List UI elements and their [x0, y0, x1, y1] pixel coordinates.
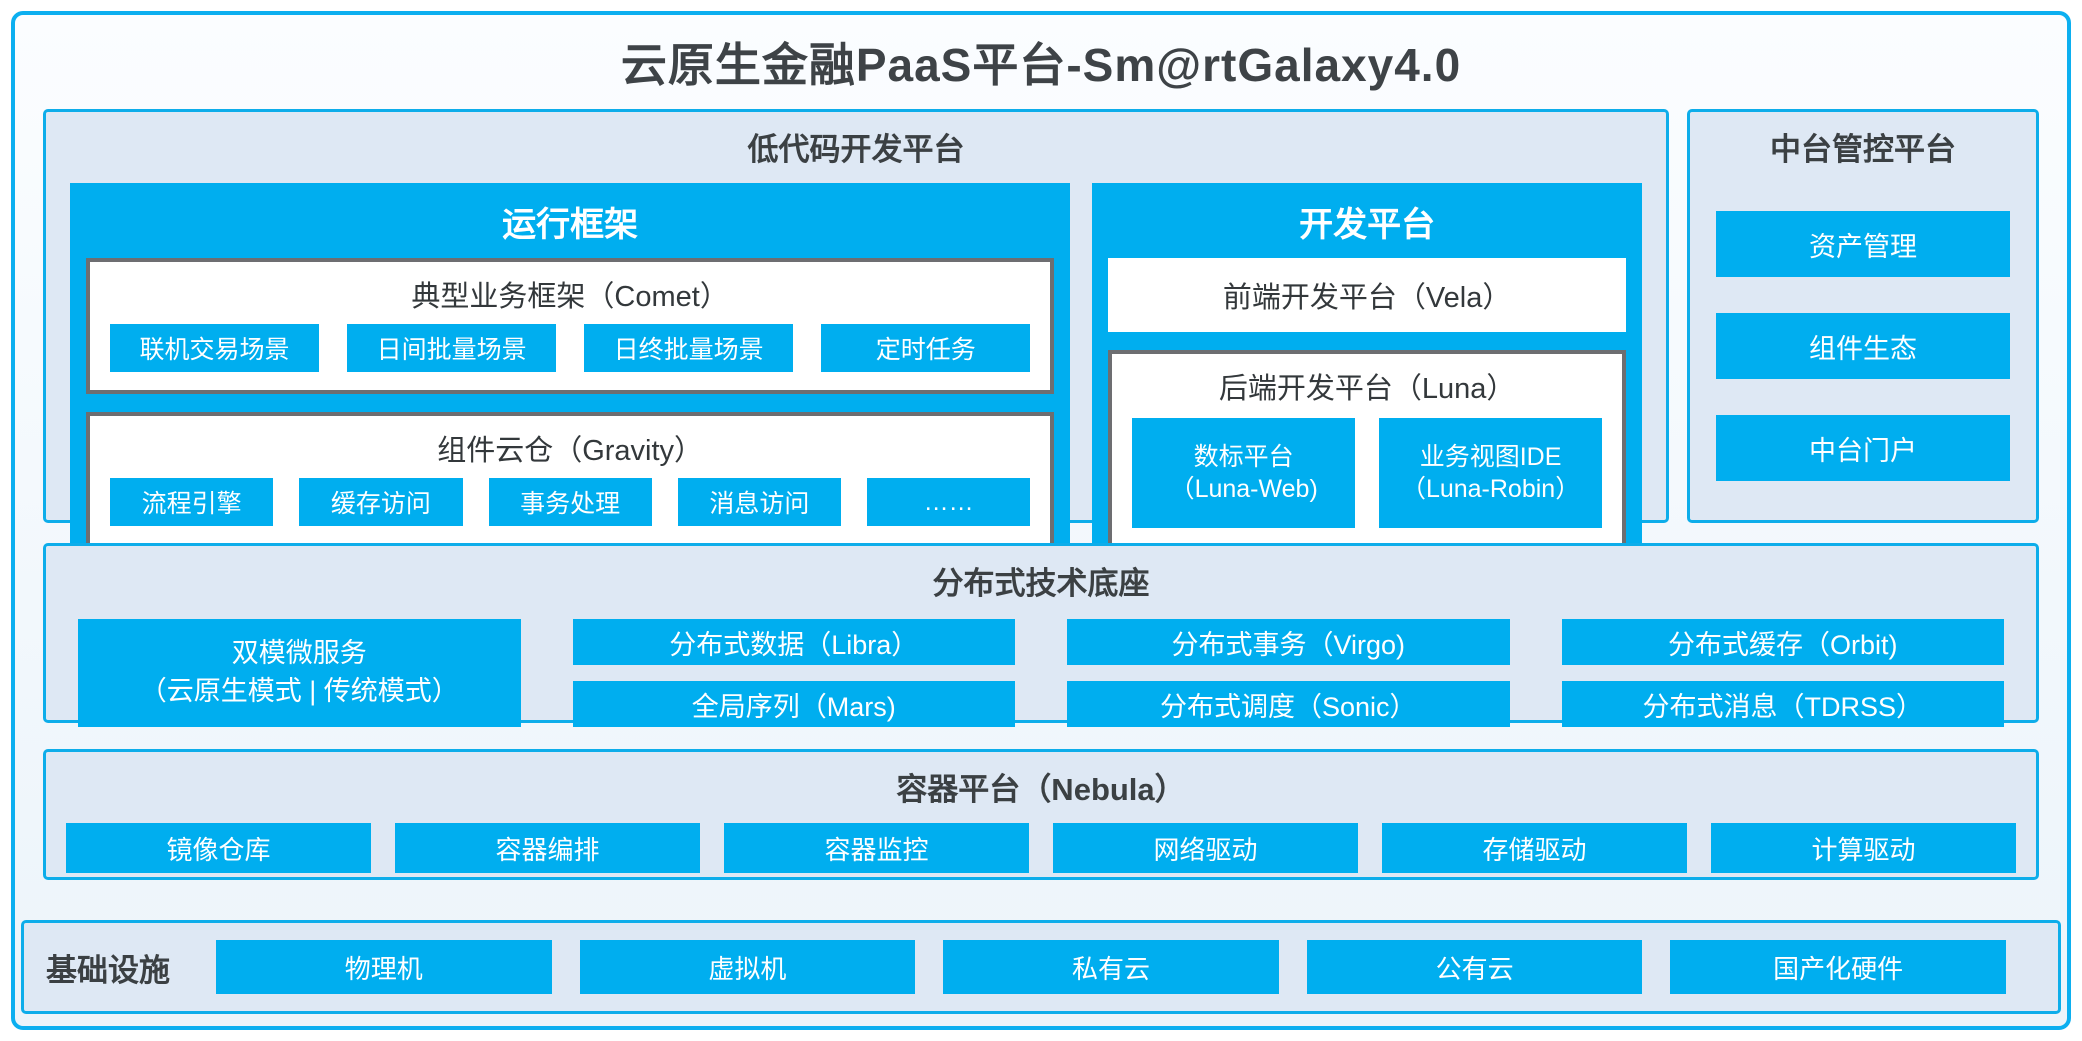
chip-storage-driver: 存储驱动 — [1382, 823, 1687, 873]
chip-cache-access: 缓存访问 — [299, 478, 463, 526]
section-container-platform: 容器平台（Nebula） 镜像仓库 容器编排 容器监控 网络驱动 存储驱动 计算… — [43, 749, 2039, 880]
chip-luna-robin-line2: （Luna-Robin） — [1400, 475, 1581, 503]
box-title-gravity: 组件云仓（Gravity） — [437, 435, 704, 467]
chip-image-registry: 镜像仓库 — [66, 823, 371, 873]
chip-dual-mode-line1: 双模微服务 — [231, 638, 367, 669]
panel-dev-platform: 开发平台 前端开发平台（Vela） 后端开发平台（Luna） 数标平台 （Lun… — [1092, 183, 1642, 564]
chip-distributed-cache-orbit: 分布式缓存（Orbit) — [1561, 619, 2004, 665]
diagram-frame: 云原生金融PaaS平台-Sm@rtGalaxy4.0 低代码开发平台 运行框架 … — [11, 11, 2071, 1030]
box-comet-framework: 典型业务框架（Comet） 联机交易场景 日间批量场景 日终批量场景 定时任务 — [86, 258, 1055, 394]
chip-virtual-machine: 虚拟机 — [579, 940, 916, 994]
mid-platform-chips: 资产管理 组件生态 中台门户 — [1690, 179, 2036, 481]
chip-dual-mode-microservice: 双模微服务 （云原生模式 | 传统模式） — [78, 619, 521, 727]
gravity-chips: 流程引擎 缓存访问 事务处理 消息访问 …… — [90, 478, 1050, 544]
section-title-container: 容器平台（Nebula） — [896, 772, 1186, 807]
chip-global-sequence-mars: 全局序列（Mars) — [572, 681, 1015, 727]
chip-transaction-processing: 事务处理 — [488, 478, 652, 526]
box-title-luna: 后端开发平台（Luna） — [1218, 373, 1516, 405]
chip-luna-web-line2: （Luna-Web) — [1169, 475, 1318, 503]
luna-chips: 数标平台 （Luna-Web) 业务视图IDE （Luna-Robin） — [1112, 416, 1622, 544]
chip-container-monitoring: 容器监控 — [724, 823, 1029, 873]
panel-title-runtime: 运行框架 — [502, 206, 639, 244]
low-code-panels: 运行框架 典型业务框架（Comet） 联机交易场景 日间批量场景 日终批量场景 … — [70, 183, 1642, 564]
chip-luna-web-line1: 数标平台 — [1193, 442, 1294, 471]
comet-chips: 联机交易场景 日间批量场景 日终批量场景 定时任务 — [90, 324, 1050, 390]
panel-title-dev: 开发平台 — [1299, 206, 1436, 244]
section-title-distributed: 分布式技术底座 — [932, 566, 1150, 601]
chip-container-orchestration: 容器编排 — [395, 823, 700, 873]
section-mid-platform-control: 中台管控平台 资产管理 组件生态 中台门户 — [1687, 109, 2039, 523]
container-chips: 镜像仓库 容器编排 容器监控 网络驱动 存储驱动 计算驱动 — [46, 819, 2036, 873]
chip-process-engine: 流程引擎 — [110, 478, 274, 526]
chip-luna-web: 数标平台 （Luna-Web) — [1132, 418, 1356, 528]
chip-domestic-hardware: 国产化硬件 — [1670, 940, 2006, 994]
chip-physical-machine: 物理机 — [216, 940, 552, 994]
chip-online-trade: 联机交易场景 — [110, 324, 320, 372]
chip-distributed-message-tdrss: 分布式消息（TDRSS） — [1561, 681, 2004, 727]
chip-eod-batch: 日终批量场景 — [584, 324, 794, 372]
chip-public-cloud: 公有云 — [1306, 940, 1643, 994]
chip-compute-driver: 计算驱动 — [1711, 823, 2016, 873]
chip-daytime-batch: 日间批量场景 — [347, 324, 557, 372]
chip-network-driver: 网络驱动 — [1053, 823, 1358, 873]
box-vela-frontend: 前端开发平台（Vela） — [1108, 258, 1626, 332]
chip-timed-task: 定时任务 — [821, 324, 1031, 372]
box-luna-backend: 后端开发平台（Luna） 数标平台 （Luna-Web) 业务视图IDE （Lu… — [1108, 350, 1626, 548]
chip-dual-mode-line2: （云原生模式 | 传统模式） — [139, 676, 459, 706]
chip-message-access: 消息访问 — [677, 478, 841, 526]
section-title-low-code: 低代码开发平台 — [747, 132, 965, 167]
chip-private-cloud: 私有云 — [943, 940, 1279, 994]
chip-distributed-transaction-virgo: 分布式事务（Virgo) — [1067, 619, 1510, 665]
box-gravity-warehouse: 组件云仓（Gravity） 流程引擎 缓存访问 事务处理 消息访问 …… — [86, 412, 1055, 548]
page-title: 云原生金融PaaS平台-Sm@rtGalaxy4.0 — [620, 39, 1462, 91]
section-distributed-base: 分布式技术底座 双模微服务 （云原生模式 | 传统模式） 分布式数据（Libra… — [43, 543, 2039, 727]
section-title-mid-platform: 中台管控平台 — [1770, 132, 1956, 167]
panel-runtime-framework: 运行框架 典型业务框架（Comet） 联机交易场景 日间批量场景 日终批量场景 … — [70, 183, 1071, 564]
box-title-comet: 典型业务框架（Comet） — [411, 281, 729, 313]
chip-component-ecosystem: 组件生态 — [1716, 313, 2010, 379]
chip-distributed-scheduling-sonic: 分布式调度（Sonic） — [1067, 681, 1510, 727]
chip-luna-robin-line1: 业务视图IDE — [1419, 442, 1562, 471]
distributed-grid: 双模微服务 （云原生模式 | 传统模式） 分布式数据（Libra） 分布式事务（… — [46, 613, 2036, 727]
infrastructure-label: 基础设施 — [46, 952, 170, 988]
chip-luna-robin: 业务视图IDE （Luna-Robin） — [1379, 418, 1603, 528]
chip-asset-management: 资产管理 — [1716, 211, 2010, 277]
chip-ellipsis: …… — [867, 478, 1031, 526]
section-low-code-platform: 低代码开发平台 运行框架 典型业务框架（Comet） 联机交易场景 日间批量场景… — [43, 109, 1669, 564]
chip-distributed-data-libra: 分布式数据（Libra） — [572, 619, 1015, 665]
chip-mid-platform-portal: 中台门户 — [1716, 415, 2010, 481]
top-row: 低代码开发平台 运行框架 典型业务框架（Comet） 联机交易场景 日间批量场景… — [43, 109, 2039, 564]
section-infrastructure: 基础设施 物理机 虚拟机 私有云 公有云 国产化硬件 — [21, 920, 2061, 1014]
